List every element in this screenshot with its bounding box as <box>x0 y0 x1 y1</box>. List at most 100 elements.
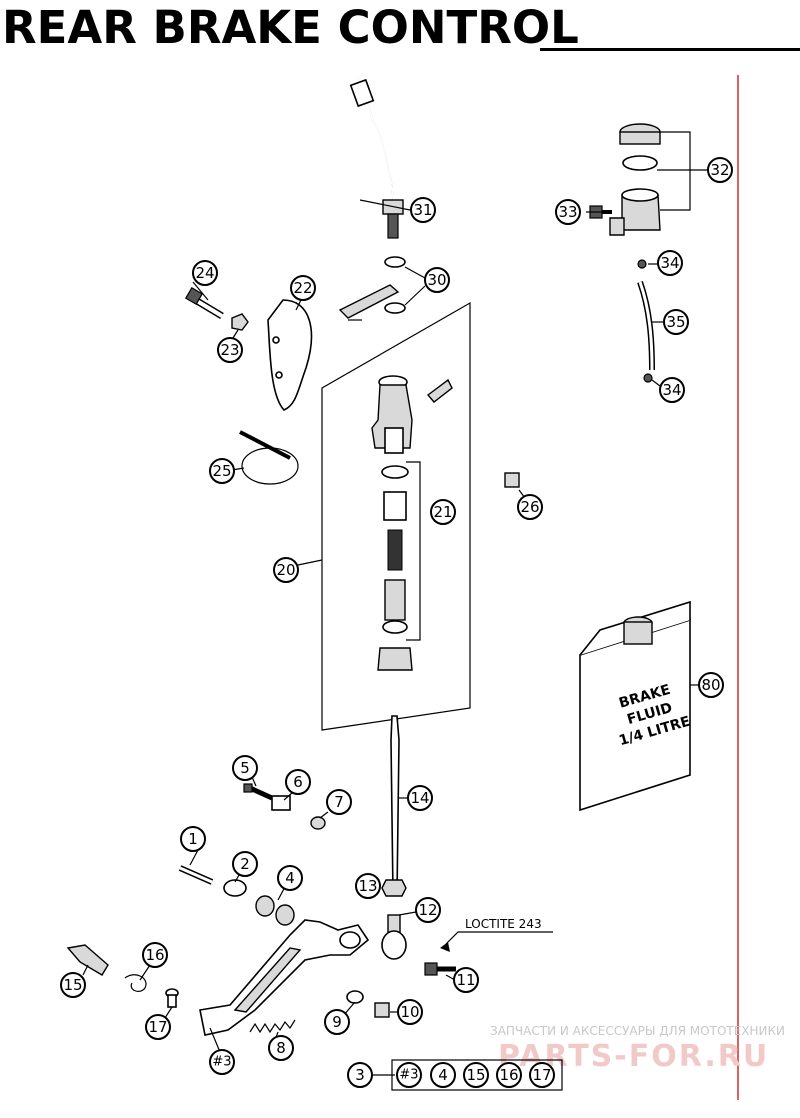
svg-text:4: 4 <box>285 869 295 887</box>
svg-text:9: 9 <box>332 1013 342 1031</box>
bolt-11 <box>424 942 456 976</box>
svg-text:25: 25 <box>212 462 231 480</box>
svg-text:#3: #3 <box>212 1055 231 1070</box>
svg-text:12: 12 <box>418 901 437 919</box>
svg-text:16: 16 <box>145 946 164 964</box>
callout-2: 2 <box>232 851 258 877</box>
svg-text:30: 30 <box>427 271 446 289</box>
svg-text:34: 34 <box>660 254 679 272</box>
page-title: REAR BRAKE CONTROL <box>2 1 579 54</box>
callout-17: 17 <box>145 1014 171 1040</box>
nut-10 <box>374 1002 390 1018</box>
svg-text:35: 35 <box>666 313 685 331</box>
return-spring-8 <box>249 1019 296 1034</box>
svg-text:20: 20 <box>276 561 295 579</box>
svg-text:1: 1 <box>188 830 198 848</box>
hose-clamp-top <box>637 259 647 269</box>
kit-item-4: 16 <box>496 1062 522 1088</box>
svg-text:32: 32 <box>710 161 729 179</box>
svg-text:17: 17 <box>148 1018 167 1036</box>
group-frame-20 <box>321 301 471 731</box>
push-rod <box>390 715 400 896</box>
svg-text:16: 16 <box>499 1066 518 1084</box>
callout-14: 14 <box>407 785 433 811</box>
callout-16: 16 <box>142 942 168 968</box>
master-cylinder-guard <box>267 299 313 411</box>
loctite-leader <box>445 931 553 945</box>
svg-text:14: 14 <box>410 789 429 807</box>
bearing-4b <box>275 904 295 926</box>
callout-30: 30 <box>424 267 450 293</box>
callout-15: 15 <box>60 972 86 998</box>
brake-fluid-can <box>579 600 691 812</box>
svg-text:22: 22 <box>293 279 312 297</box>
piston-repair-kit <box>377 461 421 671</box>
svg-text:11: 11 <box>456 971 475 989</box>
svg-text:#3: #3 <box>399 1068 418 1083</box>
callouts: 1 2 3 4 5 6 7 8 9 10 11 12 13 14 15 16 1… <box>60 157 733 1088</box>
bushing-6 <box>271 795 291 811</box>
callout-31: 31 <box>410 197 436 223</box>
callout-25: 25 <box>209 458 235 484</box>
spring-clip-16 <box>124 974 147 992</box>
watermark-text: ЗАПЧАСТИ И АКСЕССУАРЫ ДЛЯ МОТОТЕХНИКИ <box>490 1024 785 1038</box>
fluid-reservoir <box>609 123 712 236</box>
svg-text:26: 26 <box>520 498 539 516</box>
callout-26: 26 <box>517 494 543 520</box>
loctite-label: LOCTITE 243 <box>465 917 542 931</box>
title-rule <box>540 48 800 51</box>
callout-6: 6 <box>285 769 311 795</box>
svg-text:17: 17 <box>532 1066 551 1084</box>
clevis-12 <box>381 914 407 960</box>
callout-4: 4 <box>277 865 303 891</box>
callout-21: 21 <box>430 499 456 525</box>
svg-text:3: 3 <box>355 1066 365 1084</box>
svg-text:80: 80 <box>701 676 720 694</box>
kit-contents: #3 4 15 16 17 <box>396 1062 555 1088</box>
svg-text:8: 8 <box>276 1039 286 1057</box>
callout-32: 32 <box>707 157 733 183</box>
callout-80: 80 <box>698 672 724 698</box>
bolt-24 <box>184 286 224 320</box>
kit-item-1: #3 <box>396 1062 422 1088</box>
brake-pedal <box>199 919 370 1036</box>
callout-33: 33 <box>555 199 581 225</box>
callout-1: 1 <box>180 826 206 852</box>
callout-34-bottom: 34 <box>659 377 685 403</box>
svg-text:7: 7 <box>334 793 344 811</box>
screw-5 <box>243 783 274 801</box>
master-cylinder-body <box>371 375 453 454</box>
callout-12: 12 <box>415 897 441 923</box>
callout-22: 22 <box>290 275 316 301</box>
callout-pedal-3: #3 <box>209 1049 235 1075</box>
callout-35: 35 <box>663 309 689 335</box>
callout-24: 24 <box>192 260 218 286</box>
callout-10: 10 <box>397 999 423 1025</box>
svg-text:6: 6 <box>293 773 303 791</box>
callout-13: 13 <box>355 873 381 899</box>
kit-box <box>391 1059 563 1091</box>
bolt-1 <box>178 865 214 885</box>
pedal-tip-15 <box>66 944 109 976</box>
bearing-4a <box>255 895 275 917</box>
kit-item-5: 17 <box>529 1062 555 1088</box>
washer-7 <box>310 816 326 830</box>
svg-text:31: 31 <box>413 201 432 219</box>
nut-13 <box>381 879 407 897</box>
pin-17 <box>165 988 179 1008</box>
clip-26 <box>504 472 520 488</box>
callout-9: 9 <box>324 1009 350 1035</box>
svg-text:15: 15 <box>63 976 82 994</box>
callout-11: 11 <box>453 967 479 993</box>
callout-3: 3 <box>347 1062 373 1088</box>
brake-light-switch <box>349 77 404 239</box>
svg-text:10: 10 <box>400 1003 419 1021</box>
washer-2 <box>223 879 247 897</box>
callout-23: 23 <box>217 337 243 363</box>
kit-item-3: 15 <box>463 1062 489 1088</box>
hose-clamp-bottom <box>643 373 653 383</box>
svg-text:15: 15 <box>466 1066 485 1084</box>
svg-text:2: 2 <box>240 855 250 873</box>
svg-text:5: 5 <box>240 759 250 777</box>
